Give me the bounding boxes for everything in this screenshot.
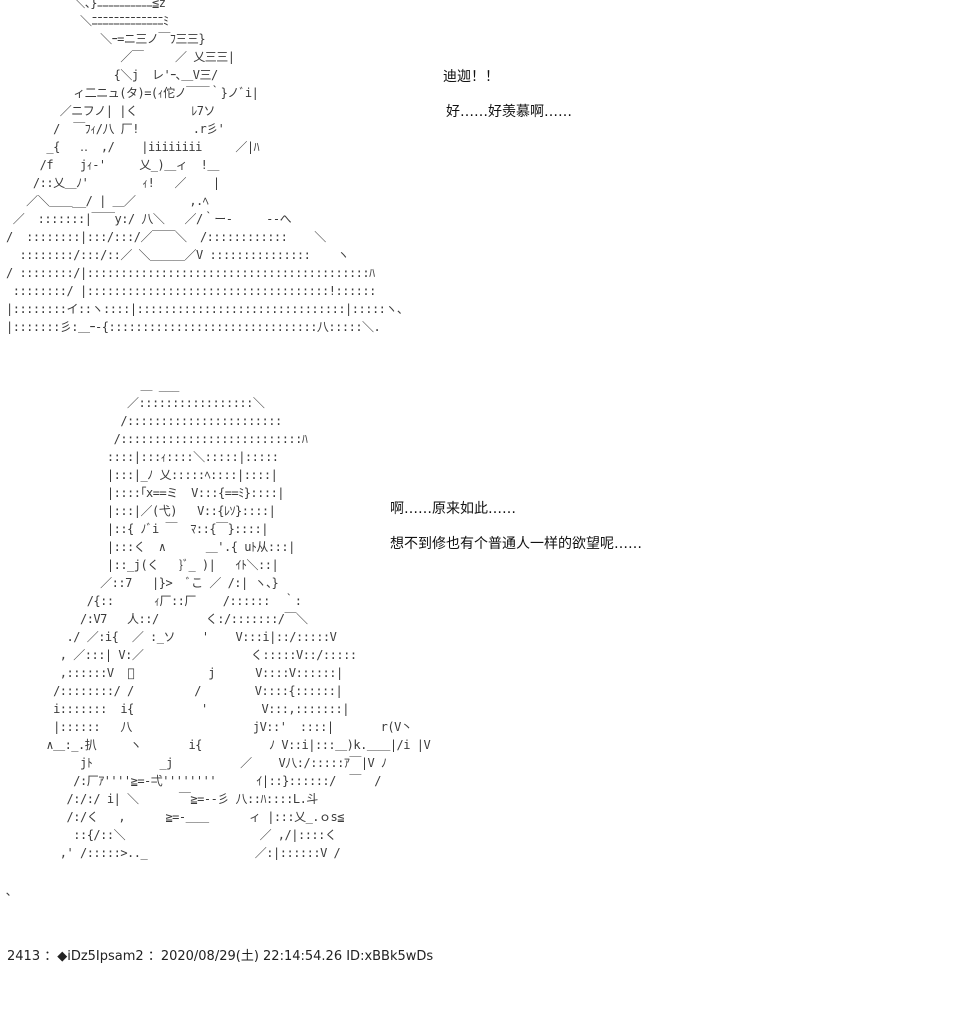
stray-mark: ､: [6, 884, 13, 898]
ascii-art-bottom: ＿ ___ ／:::::::::::::::::＼ /:::::::::::::…: [46, 378, 431, 860]
dialogue-line-3: 啊……原来如此……: [390, 501, 516, 517]
post-info-footer: 2413 ：◆iDz5Ipsam2 ：2020/08/29(土) 22:14:5…: [7, 949, 434, 964]
ascii-art-top: ＼、}ﾆﾆﾆﾆﾆﾆﾆﾆﾆﾆ≦z ＼ﾆﾆﾆﾆﾆﾆﾆﾆﾆﾆﾆﾆﾆﾐ ＼ｰ=ニ三ノ￣ﾌ…: [6, 0, 409, 334]
dialogue-line-1: 迪迦！！: [443, 69, 499, 85]
dialogue-line-2: 好……好羡慕啊……: [446, 104, 572, 120]
dialogue-line-4: 想不到修也有个普通人一样的欲望呢……: [390, 536, 642, 552]
